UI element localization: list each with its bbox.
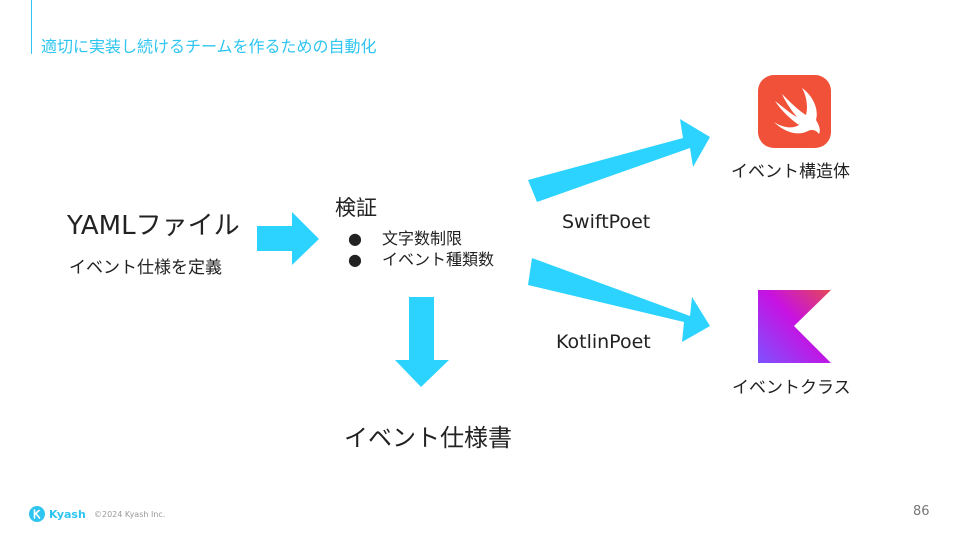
slide-title: 適切に実装し続けるチームを作るための自動化 [41, 37, 377, 56]
swiftpoet-label: SwiftPoet [562, 211, 651, 233]
spec-document-label: イベント仕様書 [344, 424, 512, 452]
verification-bullet: ● イベント種類数 [348, 246, 494, 270]
page-number: 86 [913, 504, 930, 519]
verification-title: 検証 [335, 196, 377, 220]
arrow-verify-to-spec [395, 297, 449, 387]
kotlin-output-caption: イベントクラス [732, 378, 851, 398]
swift-logo-icon [758, 75, 831, 148]
arrow-to-kotlin [528, 258, 710, 342]
bullet-dot: ● [348, 250, 362, 269]
bullet-text: イベント種類数 [382, 250, 495, 269]
kotlinpoet-label: KotlinPoet [556, 331, 651, 353]
verification-bullet: ● 文字数制限 [348, 225, 462, 249]
yaml-file-subtitle: イベント仕様を定義 [69, 258, 222, 278]
swift-output-caption: イベント構造体 [731, 162, 850, 182]
arrow-yaml-to-verify [257, 212, 319, 265]
footer-brand: Kyash [49, 508, 86, 521]
kyash-logo-icon [29, 506, 45, 522]
bullet-dot: ● [348, 229, 362, 248]
arrow-to-swift [528, 119, 710, 202]
footer-copyright: ©2024 Kyash Inc. [94, 510, 166, 519]
title-accent-line [31, 0, 32, 54]
bullet-text: 文字数制限 [382, 229, 463, 248]
kotlin-logo-icon [758, 290, 831, 363]
yaml-file-title: YAMLファイル [67, 211, 240, 241]
